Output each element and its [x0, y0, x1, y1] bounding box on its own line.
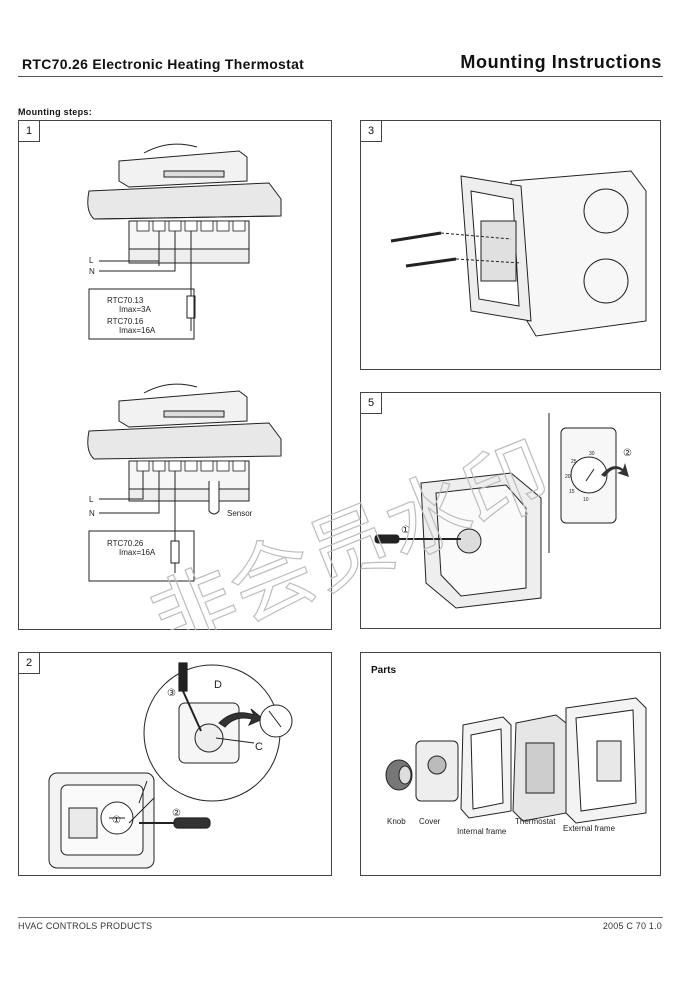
- step-5-panel: 5 ① 30 25 20 15 10 ②: [360, 392, 661, 629]
- dial-tick-15: 15: [569, 489, 575, 495]
- model-rtc70-26: RTC70.26: [107, 539, 144, 548]
- wire-label-l: L: [89, 256, 94, 265]
- zoom-circle: [128, 664, 281, 824]
- label-external-frame: External frame: [563, 824, 616, 833]
- label-knob: Knob: [387, 817, 406, 826]
- load-fuse-bottom: [170, 540, 180, 564]
- parts-title: Parts: [371, 665, 397, 676]
- model-rtc70-16: RTC70.16: [107, 317, 144, 326]
- marker-3: ③: [167, 688, 176, 699]
- direction-arrow-icon: [218, 708, 264, 728]
- model-box-top: [88, 288, 195, 340]
- wires-top: [99, 231, 192, 296]
- dial-tick-20: 20: [565, 474, 571, 480]
- wire-label-n: N: [89, 267, 95, 276]
- external-frame-part: [565, 697, 647, 824]
- wiring-diagram: L N RTC70.13 Imax=3A RTC70.16 Imax=16A: [87, 143, 282, 582]
- header-rule: [18, 76, 663, 77]
- knob-removal-diagram: ③ D C ② ①: [48, 662, 293, 869]
- marker-2: ②: [623, 448, 632, 459]
- screw-guide-lower: [455, 258, 522, 264]
- model-rtc70-13: RTC70.13: [107, 296, 144, 305]
- wires-bottom: [99, 471, 176, 541]
- imax-3a: Imax=3A: [119, 305, 151, 314]
- thermostat-side-view-bottom: [87, 383, 282, 515]
- thermostat-front-view: [48, 772, 155, 869]
- knob-indicator: [268, 710, 282, 728]
- label-cover: Cover: [419, 817, 441, 826]
- wire-label-n-bottom: N: [89, 509, 95, 518]
- step-1-panel: 1 L N RTC70.13 Imax=3A: [18, 120, 332, 630]
- terminal-row-top: [136, 220, 246, 232]
- marker-1: ①: [401, 525, 410, 536]
- cover-part: [415, 740, 459, 802]
- marker-d: D: [214, 679, 222, 691]
- screwdriver-icon: [139, 662, 211, 829]
- sensor-label: Sensor: [227, 509, 253, 518]
- thermostat-side-view-top: [87, 143, 282, 264]
- marker-c: C: [255, 741, 263, 753]
- footer-rule: [18, 917, 663, 918]
- step-3-panel: 3: [360, 120, 661, 370]
- screw-guide-upper: [440, 232, 512, 240]
- dial-tick-30: 30: [589, 451, 595, 457]
- marker-2: ②: [172, 808, 181, 819]
- step-number: 3: [361, 121, 382, 142]
- marker-1: ①: [112, 815, 121, 826]
- knob-part: [385, 759, 413, 791]
- cover-mounting-diagram: ① 30 25 20 15 10 ②: [374, 413, 632, 609]
- step-number: 1: [19, 121, 40, 142]
- internal-frame-part: [460, 716, 512, 819]
- footer-company: HVAC CONTROLS PRODUCTS: [18, 921, 153, 931]
- mounting-frame: [460, 175, 532, 322]
- imax-16a: Imax=16A: [119, 326, 156, 335]
- screw-icon: [390, 231, 457, 268]
- imax-16a-bottom: Imax=16A: [119, 548, 156, 557]
- rotate-arrow-icon: [601, 463, 629, 477]
- step-number: 5: [361, 393, 382, 414]
- leader-line-c: [215, 737, 255, 744]
- label-internal-frame: Internal frame: [457, 827, 507, 836]
- wall-box: [510, 170, 647, 337]
- assembly-view: [420, 472, 542, 609]
- label-thermostat: Thermostat: [515, 817, 556, 826]
- step-number: 2: [19, 653, 40, 674]
- terminal-row-bottom: [136, 460, 246, 472]
- thermostat-part: [512, 714, 567, 822]
- wire-label-l-bottom: L: [89, 495, 94, 504]
- mounting-steps-label: Mounting steps:: [18, 107, 92, 117]
- document-title: RTC70.26 Electronic Heating Thermostat: [22, 56, 305, 72]
- exploded-parts-diagram: Knob Cover Internal frame Thermostat Ext…: [385, 697, 647, 836]
- step-2-panel: 2 ③ D C ② ①: [18, 652, 332, 876]
- parts-panel: Parts Knob Cover Internal frame Thermost…: [360, 652, 661, 876]
- dial-tick-25: 25: [571, 459, 577, 465]
- section-title: Mounting Instructions: [460, 52, 662, 72]
- model-box-bottom: [88, 530, 195, 582]
- dial-front-view: [560, 427, 617, 524]
- footer-doc-code: 2005 C 70 1.0: [602, 921, 662, 931]
- wall-box-mounting-diagram: [390, 170, 647, 337]
- screwdriver-icon: [374, 534, 461, 544]
- dial-tick-10: 10: [583, 497, 589, 503]
